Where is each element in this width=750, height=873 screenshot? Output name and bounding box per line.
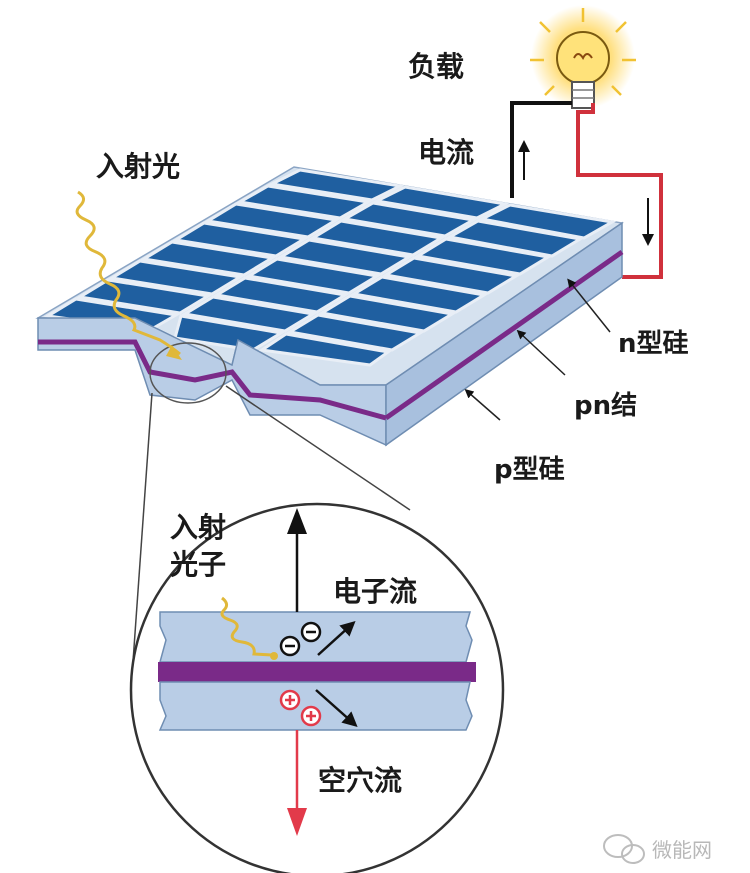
label-incident-photon-2: 光子 xyxy=(169,548,226,581)
label-pointers xyxy=(464,278,611,421)
wire-black xyxy=(510,101,572,198)
zoom-line-left xyxy=(130,392,153,691)
pn-junction-layer-side xyxy=(384,249,624,421)
watermark: 微能网 xyxy=(603,834,712,864)
electron-flow-arrow xyxy=(317,620,356,656)
hole-1 xyxy=(279,689,301,711)
label-p-silicon: p型硅 xyxy=(494,455,565,485)
panel-front-face xyxy=(37,317,387,447)
hole-2 xyxy=(300,705,322,727)
electron-2 xyxy=(300,621,322,643)
magnifier-spot xyxy=(149,342,227,404)
incident-light-arrowhead xyxy=(166,345,182,360)
photon-impact xyxy=(270,652,278,660)
label-hole-flow: 空穴流 xyxy=(318,764,402,797)
downward-arrowhead xyxy=(287,808,307,836)
wire-red xyxy=(576,103,663,279)
electron-1 xyxy=(279,635,301,657)
watermark-text: 微能网 xyxy=(652,838,712,862)
upward-arrowhead xyxy=(287,508,307,534)
magnified-pn-junction xyxy=(158,662,476,682)
label-electron-flow: 电子流 xyxy=(333,575,417,608)
hole-flow-arrow xyxy=(315,689,358,727)
label-n-silicon: n型硅 xyxy=(618,329,689,359)
pn-junction-layer-front xyxy=(38,339,387,421)
zoom-line-right xyxy=(225,385,411,511)
magnified-view xyxy=(129,502,505,873)
magnified-p-layer xyxy=(158,681,473,731)
cell-grid xyxy=(43,168,617,367)
label-current: 电流 xyxy=(418,136,474,169)
bulb-rays xyxy=(530,8,636,96)
wechat-icon xyxy=(603,834,645,864)
label-incident-photon-1: 入射 xyxy=(170,511,226,544)
label-pn-junction: pn结 xyxy=(574,391,637,421)
label-incident-light: 入射光 xyxy=(96,150,180,183)
incident-light-ray xyxy=(75,190,181,356)
light-bulb-icon xyxy=(530,5,636,109)
label-load: 负载 xyxy=(408,50,464,83)
solar-panel xyxy=(35,166,624,447)
incident-photon-ray xyxy=(220,596,273,657)
